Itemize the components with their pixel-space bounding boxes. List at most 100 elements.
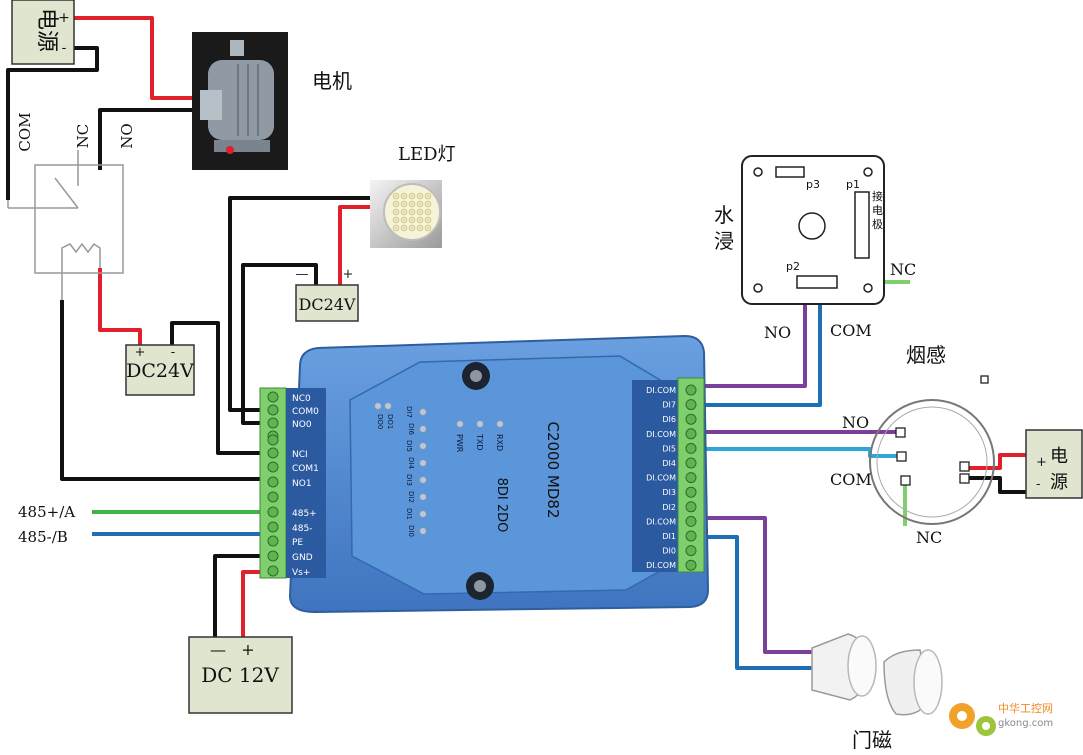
dc12-plus: +: [241, 640, 254, 659]
led-bead: [392, 192, 400, 200]
left-terminal-screw: [267, 404, 279, 416]
relay-com-label: COM: [16, 112, 34, 151]
left-terminal-label: Vs+: [292, 568, 310, 578]
wire-dc24-plus-led: [338, 205, 378, 285]
led-bead: [408, 224, 416, 232]
power-top-plus: +: [58, 10, 70, 26]
dc24-left-minus: -: [171, 345, 175, 360]
led-bead: [424, 192, 432, 200]
left-terminal-screw: [267, 550, 279, 562]
right-terminal-screw: [685, 559, 697, 571]
dc24-led-minus: —: [296, 267, 309, 282]
dc12-supply: DC 12V — +: [188, 636, 293, 714]
right-terminal-screw: [685, 486, 697, 498]
wire-motor-no: [98, 108, 205, 170]
right-terminal-label: DI.COM: [646, 430, 676, 439]
right-terminal-label: DI6: [662, 415, 676, 424]
water-nc-label: NC: [890, 260, 916, 279]
water-p2: p2: [786, 260, 800, 273]
smoke-sensor: [869, 375, 995, 525]
wire-water-com: [704, 285, 822, 407]
smoke-no-label: NO: [842, 413, 869, 432]
power-right-plus: +: [1036, 455, 1047, 470]
led-bead: [408, 208, 416, 216]
smoke-label: 烟感: [906, 343, 946, 367]
dc24-left-label: DC24V: [126, 360, 194, 382]
dc24-led-supply: DC24V — +: [295, 267, 359, 322]
right-terminal-screw: [685, 545, 697, 557]
dc24-left-plus: +: [135, 345, 146, 360]
right-terminal-label: DI.COM: [646, 474, 676, 483]
led-bead: [424, 224, 432, 232]
right-terminal-screw: [685, 442, 697, 454]
right-terminal-screw: [685, 530, 697, 542]
di-led: [419, 408, 427, 416]
dc24-led-label: DC24V: [299, 295, 356, 314]
power-supply-top: 电源 + -: [11, 0, 75, 65]
watermark-text-1: 中华工控网: [998, 701, 1053, 715]
status-led-label: RXD: [495, 434, 504, 451]
led-bead: [400, 200, 408, 208]
do-led: [384, 402, 392, 410]
relay-no-label: NO: [118, 123, 136, 148]
right-terminal-label: DI0: [662, 547, 676, 556]
di-led-label: DI2: [407, 491, 415, 503]
left-terminal-label: NO1: [292, 479, 312, 489]
led-bead: [424, 216, 432, 224]
di-led-label: DI3: [405, 474, 413, 486]
left-terminal-label: 485-: [292, 524, 312, 534]
do-led-label: DO1: [386, 414, 394, 429]
motor-image: [192, 32, 288, 170]
wire-door-blue: [704, 535, 815, 670]
left-terminal-label: PE: [292, 538, 303, 548]
di-led-label: DI6: [407, 423, 415, 435]
right-terminal-label: DI7: [662, 401, 676, 410]
status-led-label: TXD: [475, 433, 484, 451]
led-bead: [416, 208, 424, 216]
wire-com0-led: [228, 196, 376, 412]
motor-label: 电机: [312, 69, 352, 93]
left-terminal-label: NO0: [292, 420, 312, 430]
left-terminal-screw: [267, 417, 279, 429]
dc12-minus: —: [210, 640, 226, 659]
left-terminal-screw: [267, 521, 279, 533]
di-led: [419, 442, 427, 450]
power-top-minus: -: [62, 40, 67, 56]
left-terminal-screw: [267, 391, 279, 403]
watermark: 中华工控网 gkong.com: [949, 701, 1053, 736]
left-terminal-label: COM0: [292, 407, 319, 417]
wire-water-no: [704, 285, 807, 388]
di-led-label: DI1: [405, 508, 413, 520]
module-io: 8DI 2DO: [494, 478, 509, 533]
water-sensor: p3 p1 p2 接 电 极: [741, 155, 885, 305]
right-terminal-label: DI3: [662, 488, 676, 497]
water-no-label: NO: [764, 323, 791, 342]
led-bead: [424, 208, 432, 216]
wire-coil-com1: [60, 300, 268, 481]
water-p1: p1: [846, 178, 860, 191]
power-top-label: 电源: [34, 8, 59, 52]
rs485-a-label: 485+/A: [18, 503, 75, 521]
door-label: 门磁: [852, 728, 892, 752]
di-led: [419, 493, 427, 501]
right-terminal-label: DI.COM: [646, 386, 676, 395]
wire-door-purple: [704, 516, 815, 654]
door-magnet-image: [811, 633, 943, 716]
wire-smoke-power-red: [968, 453, 1028, 470]
led-bead: [416, 216, 424, 224]
led-bead: [416, 192, 424, 200]
left-terminal-screw: [267, 506, 279, 518]
wire-power-minus-com: [6, 46, 99, 200]
led-bead: [392, 224, 400, 232]
right-terminal-label: DI.COM: [646, 517, 676, 526]
wire-smoke-power-black: [968, 476, 1028, 494]
led-bead: [392, 200, 400, 208]
water-side-3: 极: [872, 217, 883, 231]
right-terminal-screw: [685, 399, 697, 411]
smoke-nc-label: NC: [916, 528, 942, 547]
left-terminal-label: NCI: [292, 450, 308, 460]
water-p3: p3: [806, 178, 820, 191]
power-supply-right: + - 电 源: [1025, 429, 1083, 499]
